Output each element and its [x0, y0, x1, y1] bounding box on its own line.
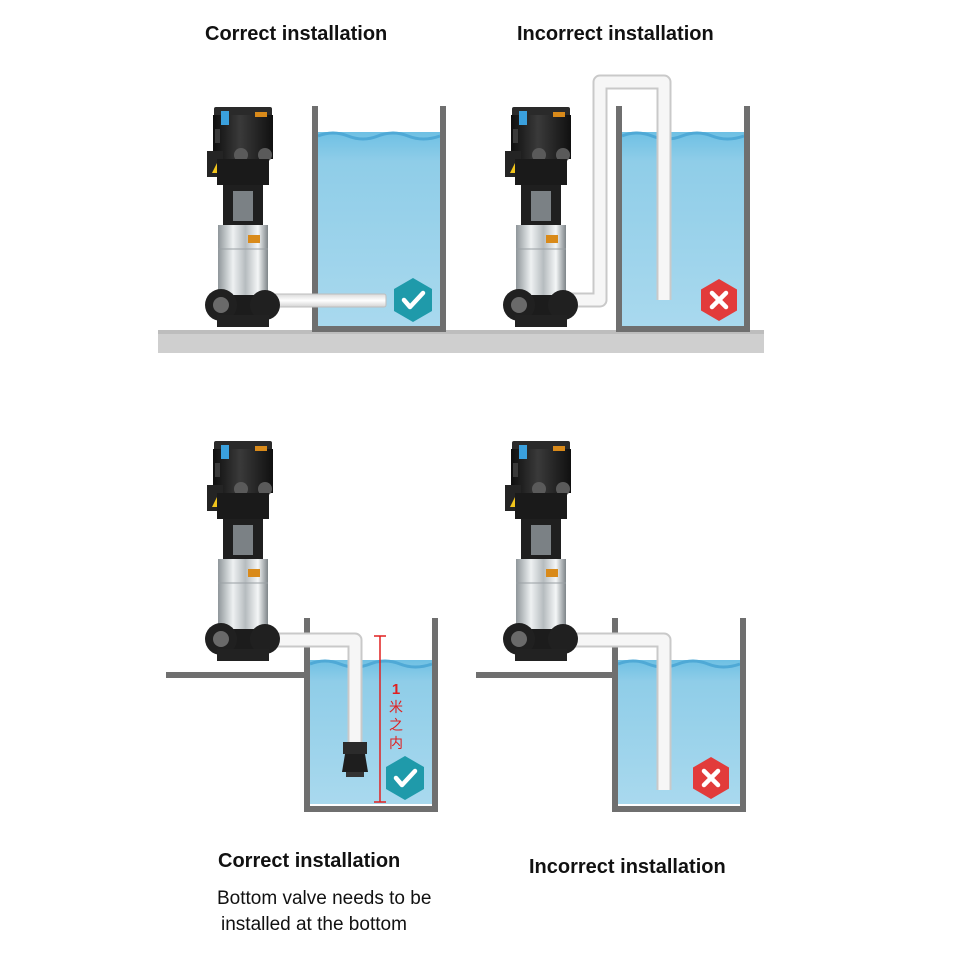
- depth-label-2: 米: [389, 700, 403, 716]
- ground-ledge: [166, 672, 306, 678]
- tank-wall-left: [312, 106, 318, 332]
- panel-top-right-drawing: [502, 74, 750, 332]
- tank-floor: [616, 326, 750, 332]
- pump-icon: [204, 440, 281, 662]
- pump-icon: [502, 440, 579, 662]
- floor-slab: [158, 333, 764, 353]
- floor-top-edge: [158, 330, 764, 334]
- foot-valve-icon: [342, 742, 368, 777]
- pump-icon: [502, 106, 579, 328]
- tank-wall-right: [440, 106, 446, 332]
- panel-bottom-right-drawing: [476, 440, 746, 812]
- pit-floor: [304, 806, 438, 812]
- depth-label-1: 1: [392, 681, 400, 698]
- suction-pipe: [269, 293, 387, 308]
- pump-icon: [204, 106, 281, 328]
- caption-bottom-right: Incorrect installation: [529, 856, 726, 878]
- pit-wall-right: [740, 618, 746, 812]
- depth-label-4: 内: [389, 736, 403, 752]
- caption-bottom-left: Correct installation: [218, 850, 401, 872]
- panel-top-left-drawing: [158, 106, 764, 353]
- tank-wall-left: [616, 106, 622, 332]
- bottom-valve-note-line-2: installed at the bottom: [221, 914, 407, 935]
- pit-wall-left: [612, 618, 618, 812]
- pit-wall-right: [432, 618, 438, 812]
- caption-top-left: Correct installation: [205, 23, 388, 45]
- bottom-valve-note-line-1: Bottom valve needs to be: [217, 888, 432, 909]
- pit-floor: [612, 806, 746, 812]
- ground-ledge: [476, 672, 612, 678]
- tank-floor: [312, 326, 446, 332]
- depth-label-3: 之: [389, 718, 403, 734]
- pit-wall-left: [304, 618, 310, 812]
- depth-dimension-marker: 1 米 之 内: [374, 635, 403, 803]
- tank-wall-right: [744, 106, 750, 332]
- panel-bottom-left-drawing: 1 米 之 内: [166, 440, 438, 812]
- caption-top-right: Incorrect installation: [517, 23, 714, 45]
